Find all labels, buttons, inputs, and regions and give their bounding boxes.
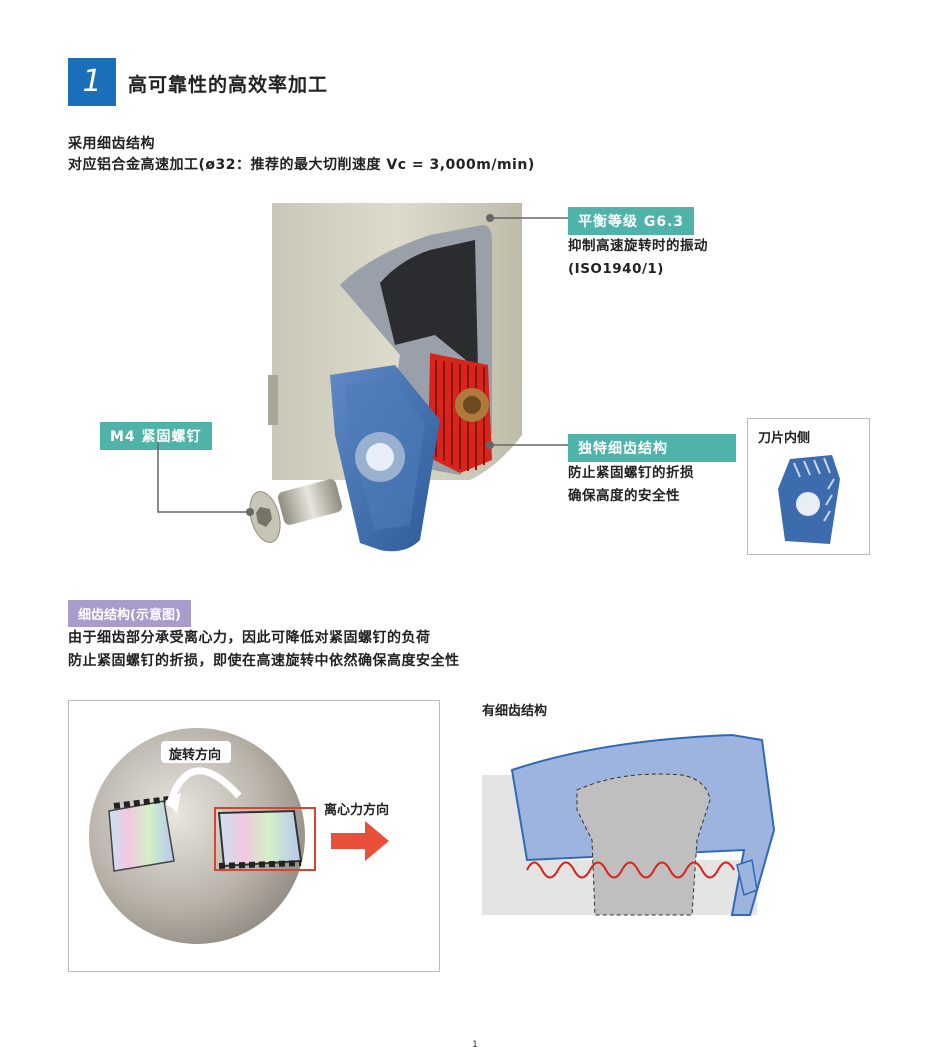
- balance-note-2: (ISO1940/1): [568, 261, 664, 277]
- balance-leader: [486, 214, 570, 222]
- m4-screw: [249, 479, 343, 543]
- schematic-line-1: 由于细齿部分承受离心力，因此可降低对紧固螺钉的负荷: [68, 630, 431, 646]
- serration-cross-section: [482, 733, 776, 916]
- insert-inner-label: 刀片内侧: [758, 431, 811, 446]
- holder-side-hole: [268, 375, 278, 425]
- schematic-line-2: 防止紧固螺钉的折损，即使在高速旋转中依然确保高度安全性: [68, 653, 460, 669]
- screw-leader: [157, 442, 254, 516]
- rotation-direction-label: 旋转方向: [169, 748, 222, 763]
- section-title: 高可靠性的高效率加工: [128, 74, 329, 96]
- centrifugal-direction-label: 离心力方向: [324, 803, 390, 818]
- intro-line-1: 采用细齿结构: [68, 136, 155, 152]
- screw-tag: M4 紧固螺钉: [100, 422, 212, 450]
- insert-inner-box: 刀片内侧: [747, 418, 870, 555]
- centrifugal-arrow: [331, 821, 389, 861]
- serration-note-2: 确保高度的安全性: [568, 488, 680, 504]
- pocket-shadow: [380, 240, 478, 370]
- serration-note-1: 防止紧固螺钉的折损: [568, 465, 694, 481]
- balance-note-1: 抑制高速旋转时的振动: [568, 238, 708, 254]
- section-number-badge: 1: [68, 58, 116, 106]
- serration-leader: [486, 441, 574, 449]
- intro-line-2: 对应铝合金高速加工(ø32：推荐的最大切削速度 Vc = 3,000m/min): [68, 157, 535, 173]
- insert-inner-illustration: [778, 455, 840, 544]
- cutter-illustration: [249, 203, 522, 552]
- with-serration-label: 有细齿结构: [482, 704, 548, 719]
- cutter-photo-box: 旋转方向 离心力方向: [68, 700, 440, 972]
- serration-tag: 独特细齿结构: [568, 434, 736, 462]
- cutter-front-photo: [89, 728, 316, 944]
- balance-grade-tag: 平衡等级 G6.3: [568, 207, 695, 235]
- page-number: 1: [472, 1040, 478, 1050]
- schematic-tag: 细齿结构(示意图): [68, 600, 191, 627]
